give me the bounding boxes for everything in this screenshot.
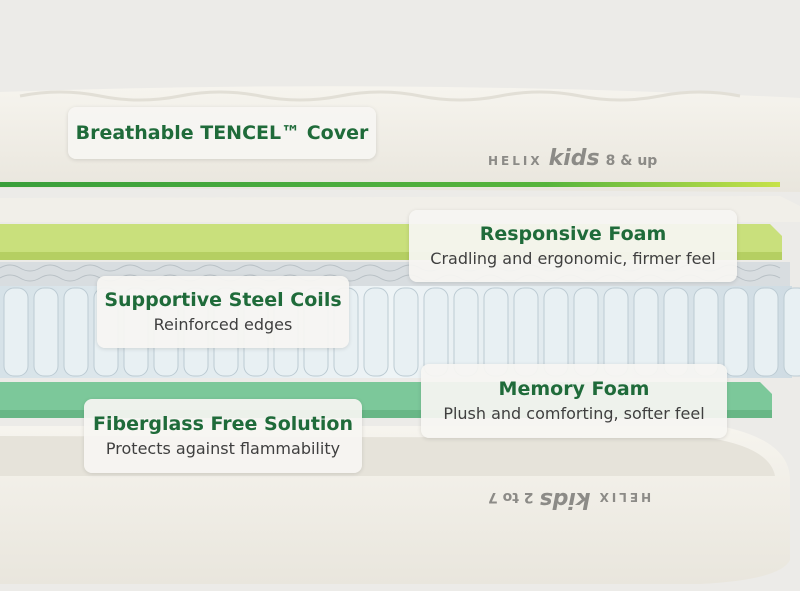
- callout-memory-foam: Memory Foam Plush and comforting, softer…: [421, 364, 727, 438]
- coil-pocket: [63, 287, 89, 377]
- green-stripe: [0, 182, 780, 187]
- brand-helix-text-bottom: HELIX: [596, 490, 652, 504]
- coil-pocket: [603, 287, 629, 377]
- coil-pocket: [483, 287, 509, 377]
- callout-title: Breathable TENCEL™ Cover: [75, 122, 369, 144]
- brand-age-text: 8 & up: [605, 153, 658, 169]
- callout-subtitle: Cradling and ergonomic, firmer feel: [430, 249, 716, 268]
- brand-helix-text: HELIX: [488, 154, 543, 168]
- memory-foam-shade: [0, 410, 772, 418]
- coil-pocket: [3, 287, 29, 377]
- coil-pocket: [573, 287, 599, 377]
- coil-pocket: [753, 287, 779, 377]
- coil-pocket: [693, 287, 719, 377]
- coil-pocket: [33, 287, 59, 377]
- callout-fiberglass-free: Fiberglass Free Solution Protects agains…: [84, 399, 362, 473]
- coil-pocket: [363, 287, 389, 377]
- coil-pocket: [633, 287, 659, 377]
- brand-logo-bottom: HELIX kids 2 to 7: [488, 487, 651, 512]
- callout-subtitle: Protects against flammability: [105, 439, 341, 458]
- coil-pocket: [393, 287, 419, 377]
- callout-title: Memory Foam: [498, 378, 650, 400]
- callout-subtitle: Reinforced edges: [153, 315, 293, 334]
- callout-subtitle: Plush and comforting, softer feel: [443, 404, 705, 423]
- coil-pocket: [423, 287, 449, 377]
- callout-responsive-foam: Responsive Foam Cradling and ergonomic, …: [409, 210, 737, 282]
- brand-age-text-bottom: 2 to 7: [488, 489, 534, 505]
- top-cover-quilting: [19, 90, 741, 102]
- coil-pocket: [783, 287, 800, 377]
- callout-steel-coils: Supportive Steel Coils Reinforced edges: [97, 276, 349, 348]
- callout-tencel-cover: Breathable TENCEL™ Cover: [68, 107, 376, 159]
- responsive-foam-shade: [0, 252, 782, 260]
- brand-logo-top: HELIX kids 8 & up: [488, 146, 657, 171]
- coil-pocket: [453, 287, 479, 377]
- coil-pocket: [513, 287, 539, 377]
- coil-pocket: [543, 287, 569, 377]
- brand-kids-text: kids: [548, 146, 600, 171]
- callout-title: Responsive Foam: [479, 223, 667, 245]
- coil-pocket: [723, 287, 749, 377]
- coil-pocket: [663, 287, 689, 377]
- callout-title: Supportive Steel Coils: [104, 289, 342, 311]
- brand-kids-text-bottom: kids: [539, 487, 591, 512]
- callout-title: Fiberglass Free Solution: [93, 413, 353, 435]
